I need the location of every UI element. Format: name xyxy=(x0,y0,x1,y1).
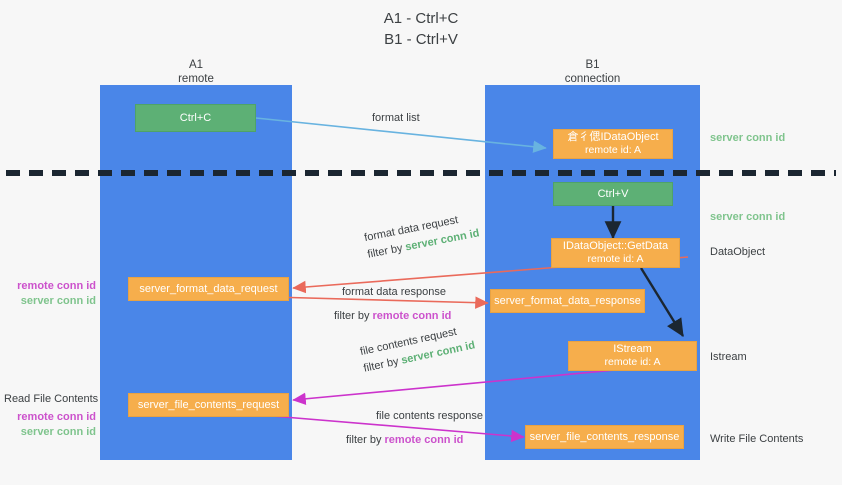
right-label-write-file-contents: Write File Contents xyxy=(710,433,804,445)
title-line-2: B1 - Ctrl+V xyxy=(384,31,458,48)
box-ctrl-c-label: Ctrl+C xyxy=(179,111,212,124)
left-label-remote-conn-id-1: remote conn id xyxy=(17,280,96,292)
arrow-format-list xyxy=(255,117,547,153)
column-header-a1: A1 remote xyxy=(100,58,292,86)
left-label-conn-ids-1: remote conn id server conn id xyxy=(8,279,96,309)
filter-prefix: filter by xyxy=(366,241,407,261)
right-label-istream: Istream xyxy=(710,351,747,363)
annotation-file-contents-response: file contents response filter by remote … xyxy=(346,409,484,447)
title-line-1: A1 - Ctrl+C xyxy=(383,10,459,27)
annotation-file-contents-response-filter: filter by remote conn id xyxy=(346,433,483,447)
column-a1-name: A1 xyxy=(188,59,204,71)
left-label-conn-ids-2: remote conn id server conn id xyxy=(8,410,96,440)
box-server-format-data-response[interactable]: server_format_data_response xyxy=(490,289,645,313)
filter-prefix: filter by xyxy=(346,434,385,446)
page-title: A1 - Ctrl+C B1 - Ctrl+V xyxy=(0,8,842,50)
annotation-format-data-response-text: format data response xyxy=(342,286,446,298)
annotation-file-contents-request: file contents request filter by server c… xyxy=(359,326,476,376)
box-idataobject[interactable]: 倉彳偲IDataObject remote id: A xyxy=(553,129,673,159)
box-server-format-data-response-label: server_format_data_response xyxy=(494,294,641,307)
annotation-format-data-response-filter: filter by remote conn id xyxy=(334,309,451,323)
column-b1-name: B1 xyxy=(585,59,600,71)
left-label-server-conn-id-2: server conn id xyxy=(20,426,96,438)
box-server-format-data-request[interactable]: server_format_data_request xyxy=(128,277,289,301)
box-ctrl-v-label: Ctrl+V xyxy=(597,187,629,200)
box-server-file-contents-request[interactable]: server_file_contents_request xyxy=(128,393,289,417)
box-istream-line1: IStream xyxy=(613,343,652,355)
box-getdata-line2: remote id: A xyxy=(587,253,644,265)
left-label-read-file-contents: Read File Contents xyxy=(4,393,99,405)
box-idataobject-line2: remote id: A xyxy=(584,144,642,156)
box-istream-line2: remote id: A xyxy=(604,356,661,368)
annotation-format-list-text: format list xyxy=(372,112,420,124)
column-b1-sub: connection xyxy=(564,73,621,85)
box-ctrl-c[interactable]: Ctrl+C xyxy=(135,104,256,132)
box-idataobject-line1: 倉彳偲IDataObject xyxy=(567,131,659,143)
column-a1-sub: remote xyxy=(178,73,214,85)
left-label-remote-conn-id-2: remote conn id xyxy=(17,411,96,423)
box-ctrl-v[interactable]: Ctrl+V xyxy=(553,182,673,206)
filter-prefix: filter by xyxy=(334,310,373,322)
box-istream[interactable]: IStream remote id: A xyxy=(568,341,697,371)
filter-value-remote-conn-id: remote conn id xyxy=(372,310,452,322)
column-header-b1: B1 connection xyxy=(485,58,700,86)
arrow-getdata-to-istream xyxy=(639,267,685,338)
box-server-format-data-request-label: server_format_data_request xyxy=(139,282,278,295)
right-label-dataobject: DataObject xyxy=(710,246,766,258)
filter-value-remote-conn-id: remote conn id xyxy=(384,434,464,446)
box-server-file-contents-request-label: server_file_contents_request xyxy=(137,398,280,411)
right-label-server-conn-id-2: server conn id xyxy=(710,211,786,223)
box-idataobject-getdata[interactable]: IDataObject::GetData remote id: A xyxy=(551,238,680,268)
box-server-file-contents-response[interactable]: server_file_contents_response xyxy=(525,425,684,449)
filter-prefix: filter by xyxy=(362,354,403,375)
right-label-server-conn-id-1: server conn id xyxy=(710,132,786,144)
left-label-server-conn-id-1: server conn id xyxy=(20,295,96,307)
annotation-format-list: format list xyxy=(372,111,420,125)
box-server-file-contents-response-label: server_file_contents_response xyxy=(529,430,680,443)
annotation-format-data-response: format data response filter by remote co… xyxy=(334,285,451,323)
box-getdata-line1: IDataObject::GetData xyxy=(562,240,669,252)
annotation-format-data-request: format data request filter by server con… xyxy=(363,214,480,262)
annotation-file-contents-response-text: file contents response xyxy=(376,410,484,422)
